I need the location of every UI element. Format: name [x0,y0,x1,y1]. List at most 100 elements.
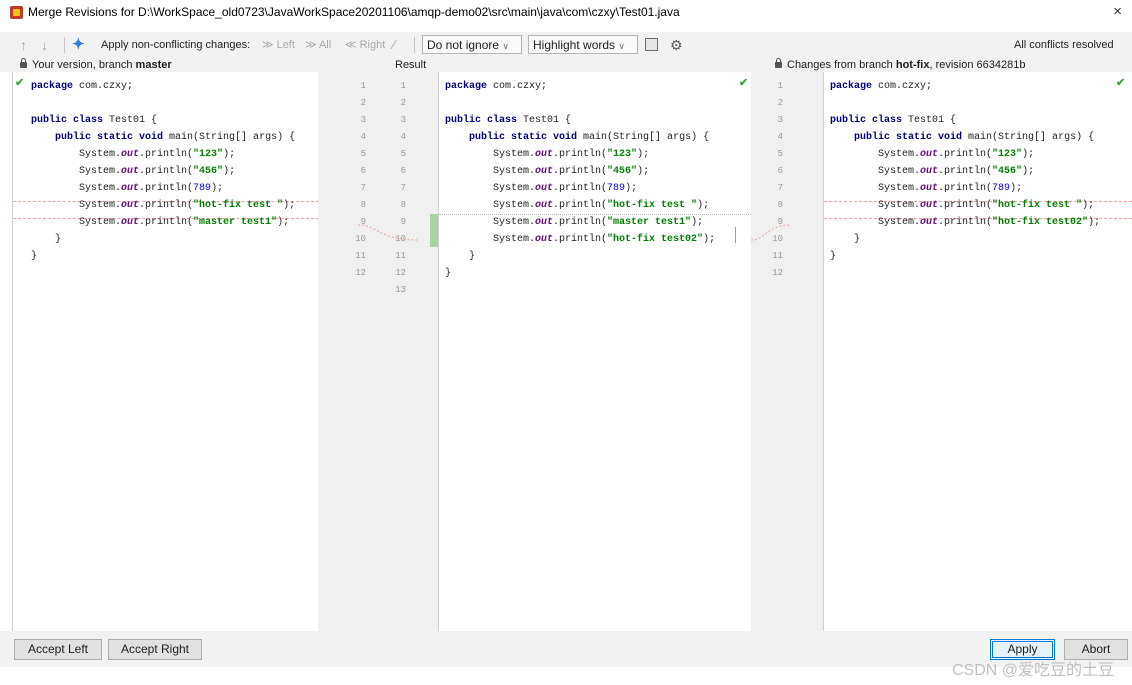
code-token: } [830,251,837,262]
code-token: .println( [938,183,993,194]
code-token [445,132,469,143]
line-number: 13 [395,285,406,295]
result-editor[interactable]: ✔ package com.czxy; public class Test01 … [438,72,751,631]
panel-headers: Your version, branch master Result Chang… [0,58,1132,72]
code-token: System. [445,149,536,160]
line-number: 8 [360,200,366,210]
code-line: System.out.println("456"); [830,163,1132,180]
line-number: 6 [777,166,783,176]
code-token: .println( [938,200,993,211]
magic-resolve-icon[interactable]: ✦ [72,36,85,53]
code-token: ); [1082,200,1095,211]
lock-icon [20,58,27,68]
code-token: System. [830,200,921,211]
apply-button[interactable]: Apply [990,639,1055,660]
code-token: System. [445,200,536,211]
code-line: System.out.println(789); [31,180,319,197]
code-token: System. [31,183,122,194]
line-number: 11 [355,251,366,261]
code-token: "master test1" [607,217,692,228]
code-token: .println( [553,149,608,160]
line-number: 3 [400,115,406,125]
line-number: 9 [360,217,366,227]
code-token: out [121,183,140,194]
close-icon[interactable]: × [1113,3,1122,20]
right-editor[interactable]: ✔ package com.czxy; public class Test01 … [823,72,1132,631]
code-token: } [31,234,62,245]
title-bar: Merge Revisions for D:\WorkSpace_old0723… [0,0,1132,26]
code-token: out [920,200,939,211]
code-token: main(String[] args) { [577,132,710,143]
apply-all-button[interactable]: ≫ All [305,39,332,51]
code-token: ); [703,234,716,245]
code-token: ); [211,183,224,194]
code-token: ); [1022,166,1035,177]
code-token: } [445,251,476,262]
change-connector [358,224,418,241]
accept-left-button[interactable]: Accept Left [14,639,102,660]
magic-wand-icon[interactable]: ⁄ [393,37,396,52]
code-token: System. [830,183,921,194]
code-line: public static void main(String[] args) { [830,129,1132,146]
code-token: .println( [139,217,194,228]
code-token: public class [445,115,518,126]
line-number: 4 [360,132,366,142]
code-line: System.out.println(789); [830,180,1132,197]
left-editor[interactable]: ✔ package com.czxy; public class Test01 … [12,72,319,631]
ignore-whitespace-dropdown[interactable]: Do not ignore ∨ [422,35,522,54]
code-line: System.out.println("123"); [830,146,1132,163]
apply-right-button[interactable]: ≪ Right [345,39,386,51]
line-number: 10 [772,234,783,244]
next-change-arrow-icon[interactable]: ↓ [41,37,48,53]
code-token: out [121,217,140,228]
line-number: 5 [777,149,783,159]
settings-gear-icon[interactable]: ⚙ [670,37,683,53]
ignore-dropdown-value: Do not ignore [427,38,500,52]
code-token: .println( [553,183,608,194]
code-token: System. [31,217,122,228]
previous-change-arrow-icon[interactable]: ↑ [20,37,27,53]
code-line: } [31,231,319,248]
code-token: "hot-fix test " [193,200,284,211]
code-token: System. [830,149,921,160]
code-token: System. [445,166,536,177]
right-branch-name: hot-fix [895,59,930,71]
line-number: 10 [355,234,366,244]
line-number: 12 [395,268,406,278]
accept-right-button[interactable]: Accept Right [108,639,202,660]
code-token: System. [31,166,122,177]
code-line: public class Test01 { [31,112,319,129]
apply-left-button[interactable]: ≫ Left [262,39,295,51]
code-token: System. [445,183,536,194]
text-cursor [735,227,736,243]
code-token: "hot-fix test02" [992,217,1089,228]
line-number: 6 [400,166,406,176]
code-token: .println( [938,166,993,177]
code-token: System. [31,200,122,211]
code-line: System.out.println("hot-fix test02"); [445,231,751,248]
code-token: ); [697,200,710,211]
code-line: package com.czxy; [445,78,751,95]
code-token: System. [830,166,921,177]
toolbar-separator [414,37,415,53]
conflict-marker-line [824,218,1132,219]
right-header-suffix: , revision 6634281b [929,59,1026,71]
code-line: System.out.println("hot-fix test "); [445,197,751,214]
code-token: out [920,217,939,228]
sync-scroll-icon[interactable] [645,32,658,58]
code-token: .println( [139,166,194,177]
code-token: ); [223,149,236,160]
abort-button[interactable]: Abort [1064,639,1128,660]
left-branch-name: master [135,59,172,71]
code-token: .println( [938,217,993,228]
line-number: 12 [355,268,366,278]
highlight-words-dropdown[interactable]: Highlight words ∨ [528,35,638,54]
code-line: } [31,248,319,265]
code-token: "master test1" [193,217,278,228]
code-token: } [31,251,38,262]
line-number: 3 [777,115,783,125]
footer-bar: Accept Left Accept Right Apply Abort [0,631,1132,667]
lock-icon [775,58,782,68]
code-token: public static void [55,132,164,143]
